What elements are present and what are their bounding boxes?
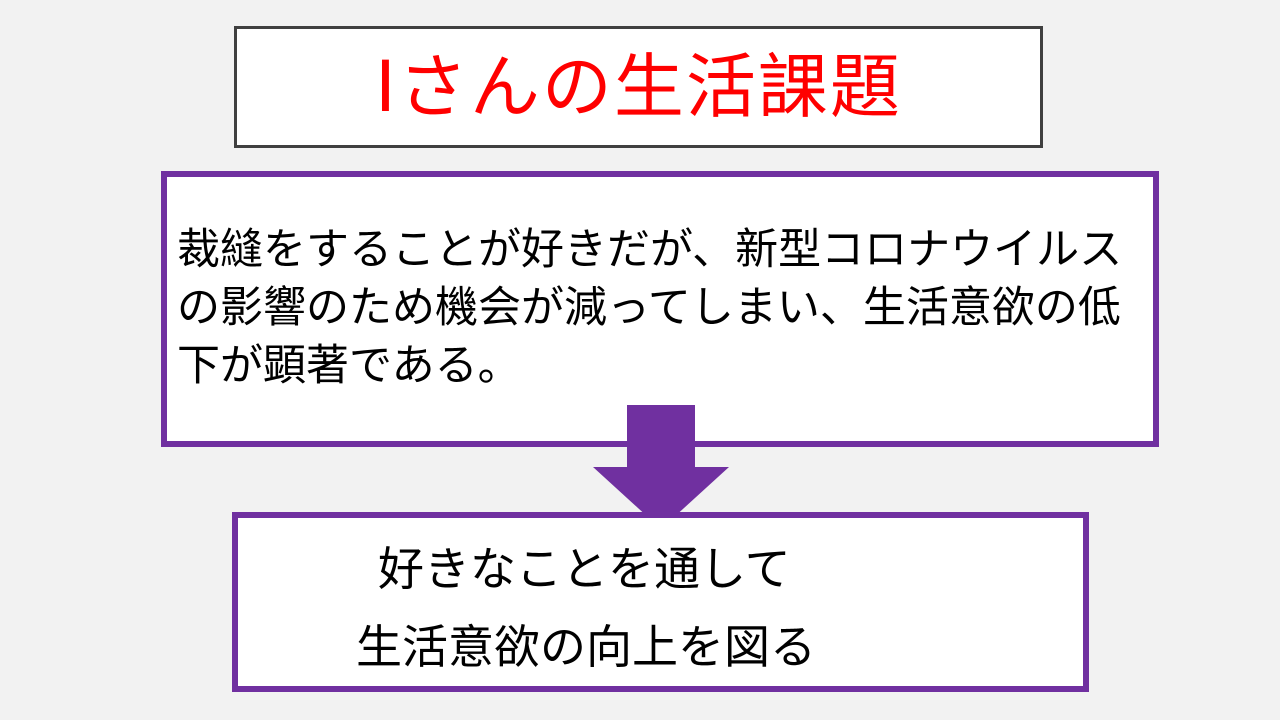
problem-text: 裁縫をすることが好きだが、新型コロナウイルスの影響のため機会が減ってしまい、生活…: [177, 225, 1123, 391]
slide-title: Iさんの生活課題: [375, 46, 902, 128]
goal-line-2: 生活意欲の向上を図る: [356, 620, 816, 674]
down-arrow-shape: [593, 405, 729, 529]
down-arrow-icon: [593, 405, 729, 529]
problem-box: 裁縫をすることが好きだが、新型コロナウイルスの影響のため機会が減ってしまい、生活…: [161, 171, 1159, 447]
goal-line-1: 好きなことを通して: [378, 542, 791, 596]
goal-box: 好きなことを通して 生活意欲の向上を図る: [232, 512, 1089, 692]
title-box: Iさんの生活課題: [234, 26, 1043, 148]
